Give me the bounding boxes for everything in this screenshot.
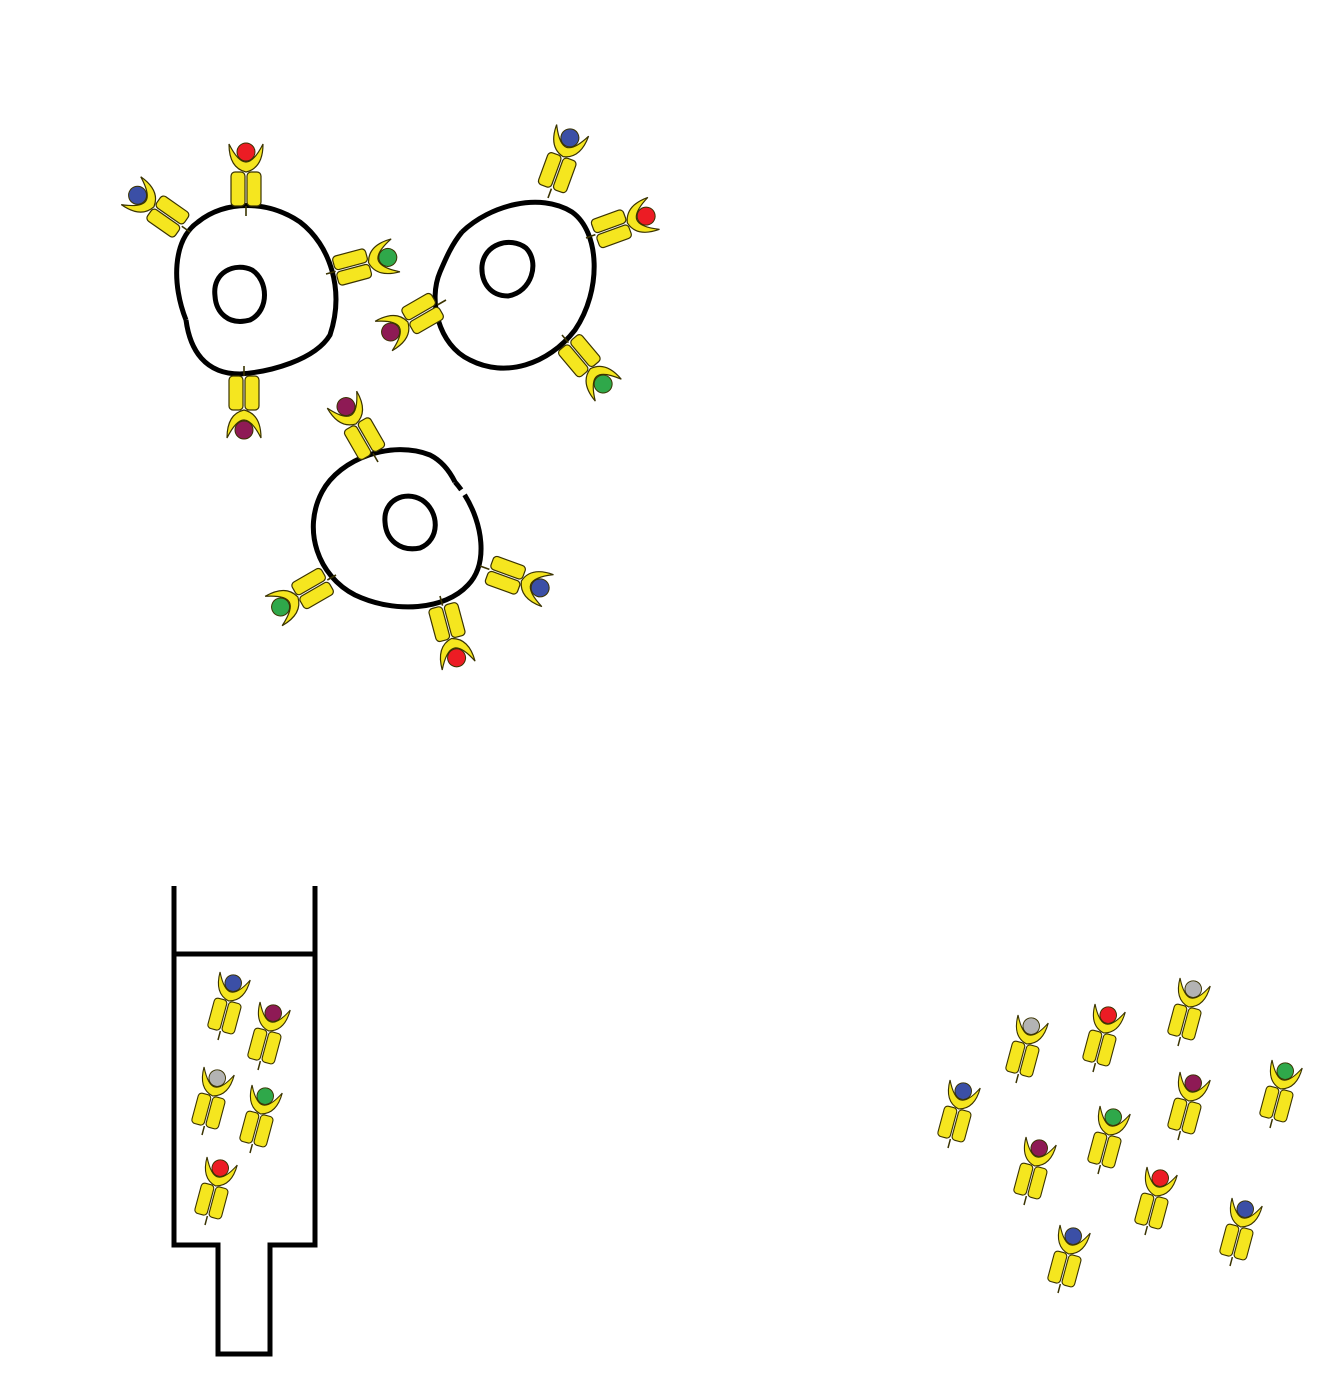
free-antibody: [1008, 1136, 1057, 1210]
cell-nucleus: [479, 239, 536, 299]
free-antibody: [1000, 1014, 1049, 1088]
cell-1: [174, 203, 339, 377]
free-antibody: [1162, 1071, 1211, 1145]
antigen-gray: [1184, 980, 1202, 998]
antigen-purple: [1184, 1074, 1202, 1092]
free-antibody-pool: [932, 977, 1303, 1298]
cell-3: [310, 447, 484, 610]
antigen-gray: [208, 1069, 226, 1087]
antigen-blue: [954, 1082, 972, 1100]
antigen-red: [236, 142, 256, 162]
column-antibody: [242, 1001, 291, 1075]
free-antibody: [932, 1079, 981, 1153]
free-antibody: [1042, 1224, 1091, 1298]
cell-2-antibody: [548, 323, 623, 402]
cell-2-antibody: [579, 196, 661, 255]
cell-3-antibody: [422, 590, 476, 671]
antigen-green: [593, 374, 613, 394]
antigen-purple: [1030, 1139, 1048, 1157]
column-antibody: [202, 971, 251, 1045]
cell-1-antibody: [228, 142, 264, 217]
cell-nucleus: [382, 493, 438, 552]
column-antibodies: [186, 971, 291, 1230]
cell-1-antibody: [120, 175, 201, 247]
antigen-green: [256, 1087, 274, 1105]
antigen-green: [271, 597, 291, 617]
antigen-blue: [1236, 1200, 1254, 1218]
cell-nucleus: [212, 264, 267, 324]
antigen-red: [1151, 1169, 1169, 1187]
free-antibody: [1254, 1059, 1303, 1133]
cell-1-antibody: [320, 238, 401, 292]
antigen-green: [378, 247, 398, 267]
column-outline: [171, 886, 318, 1357]
antigen-blue: [530, 578, 550, 598]
free-antibody: [1162, 977, 1211, 1051]
cell-membrane: [432, 199, 597, 371]
cell-2: [432, 199, 597, 371]
antigen-red: [636, 206, 656, 226]
cell-3-antibody: [473, 549, 555, 608]
column-antibody: [234, 1084, 283, 1158]
free-antibody: [1214, 1197, 1263, 1271]
antigen-red: [1099, 1006, 1117, 1024]
antigen-blue: [224, 974, 242, 992]
antigen-blue: [560, 128, 580, 148]
antigen-gray: [1022, 1017, 1040, 1035]
cell-membrane: [174, 203, 339, 377]
antigen-green: [1276, 1062, 1294, 1080]
cell-3-antibody: [326, 390, 394, 472]
affinity-column: [171, 886, 318, 1357]
cell-2-antibody: [374, 284, 456, 352]
cell-3-antibody: [264, 559, 346, 627]
antigen-blue: [128, 185, 148, 205]
column-antibody: [189, 1156, 238, 1230]
antigen-green: [1104, 1108, 1122, 1126]
antigen-purple: [336, 397, 356, 417]
antigen-purple: [381, 322, 401, 342]
free-antibody: [1129, 1166, 1178, 1240]
antigen-red: [211, 1159, 229, 1177]
cell-membrane: [310, 447, 484, 610]
free-antibody: [1082, 1105, 1131, 1179]
antigen-purple: [234, 420, 254, 440]
cell-2-antibody: [531, 123, 590, 205]
free-antibody: [1077, 1003, 1126, 1077]
antigen-red: [447, 648, 467, 668]
cell-1-antibody: [226, 365, 262, 440]
column-antibody: [186, 1066, 235, 1140]
cell-bound-antibodies: [120, 123, 661, 671]
antigen-purple: [264, 1004, 282, 1022]
antigen-blue: [1064, 1227, 1082, 1245]
